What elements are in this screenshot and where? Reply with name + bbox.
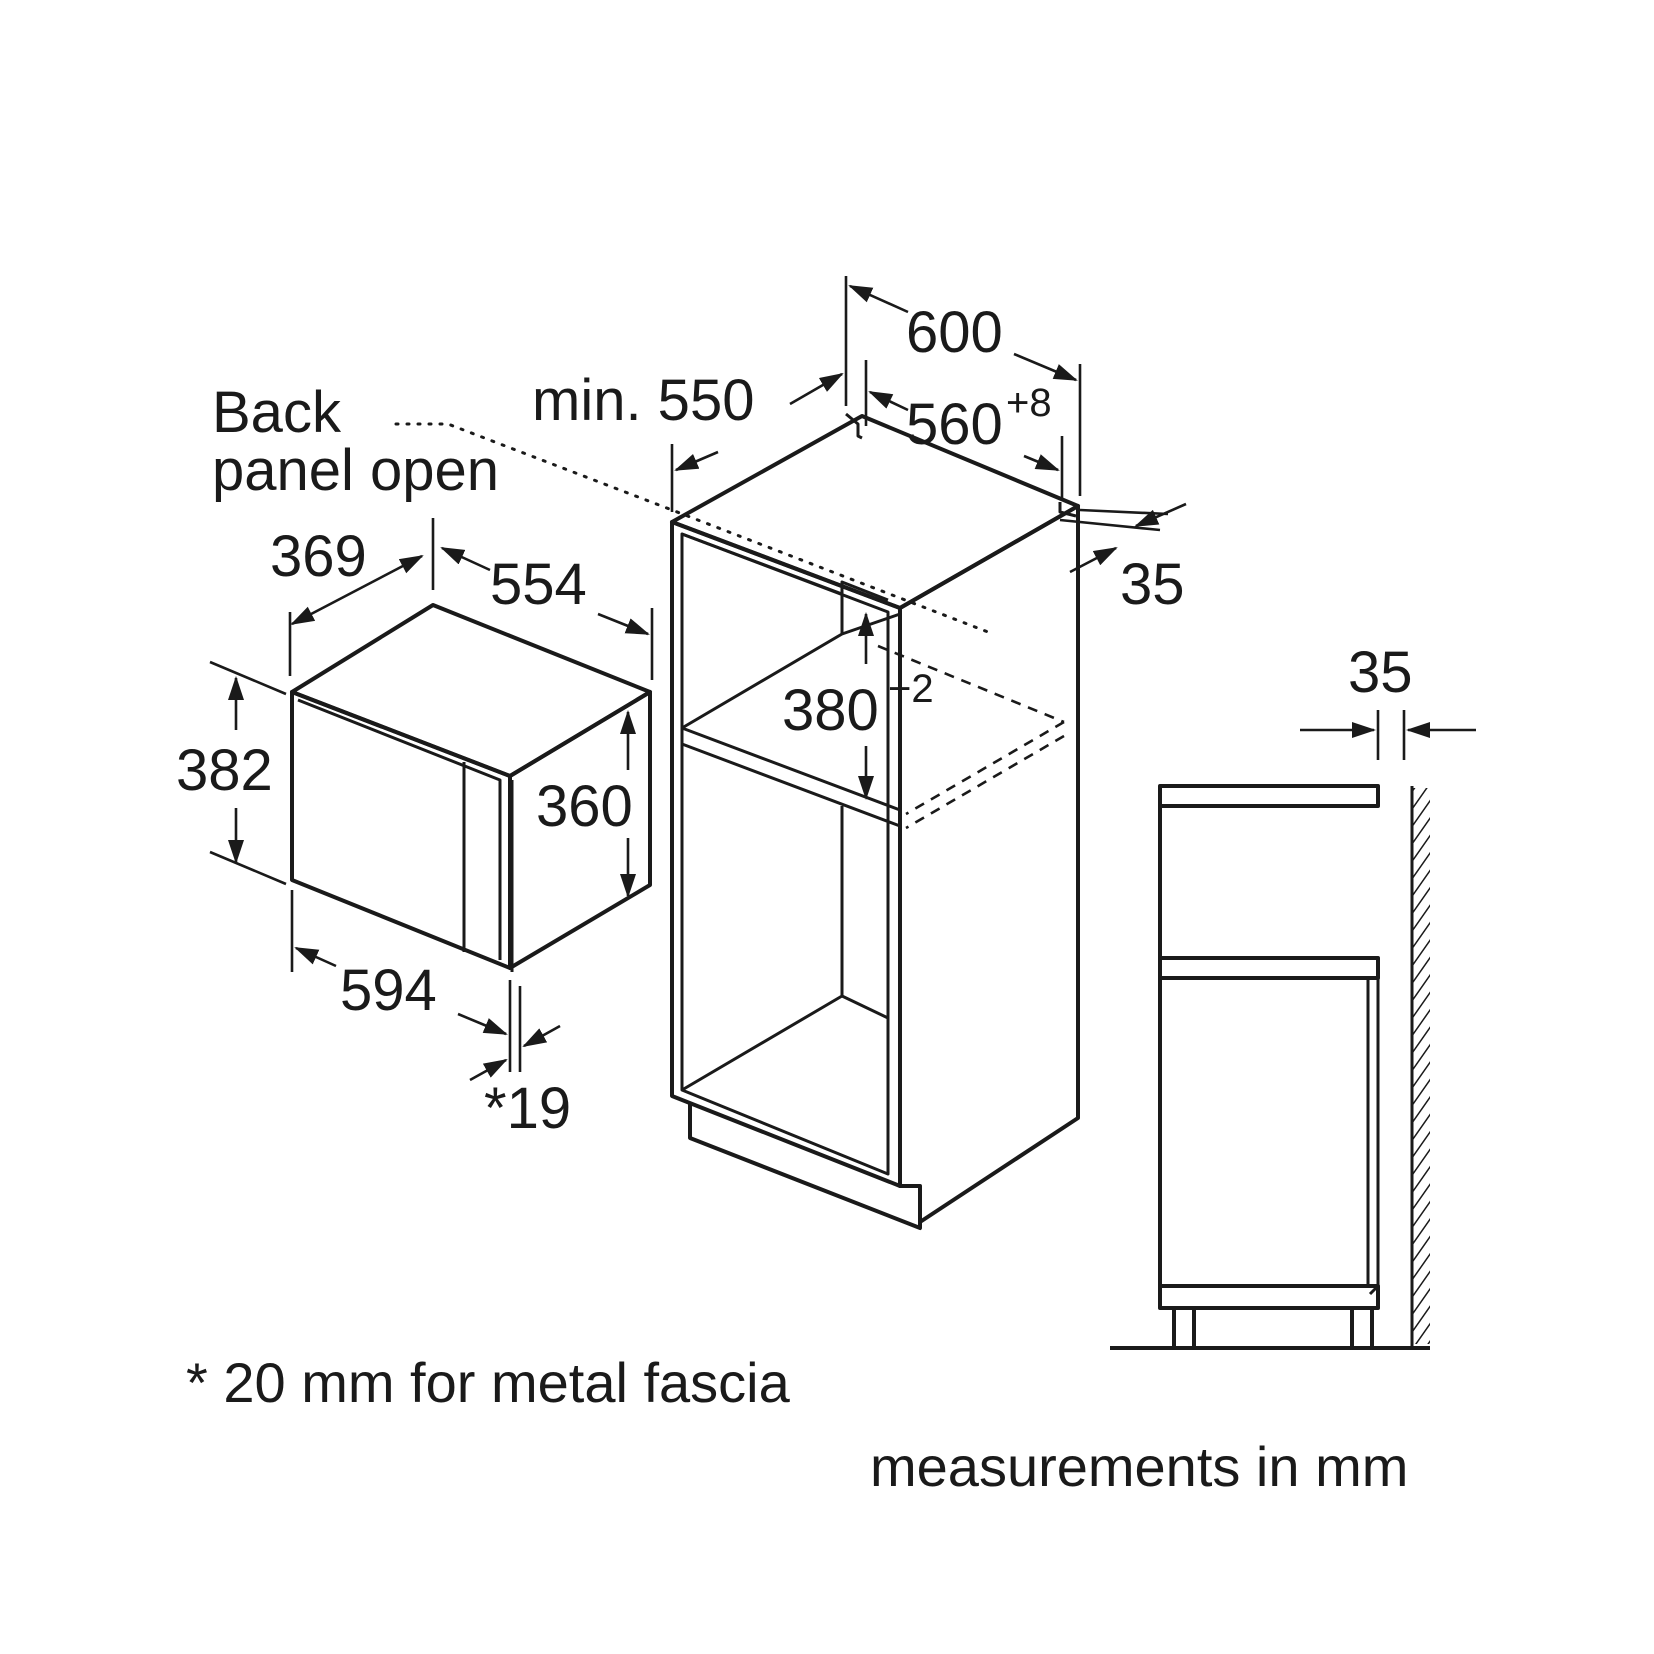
side-section-drawing <box>1110 784 1430 1350</box>
label-560-tolerance: +8 <box>1006 381 1052 425</box>
side-section-dimensions <box>1300 710 1476 760</box>
back-panel-leader <box>394 422 990 634</box>
label-19: *19 <box>484 1076 571 1141</box>
niche-outline <box>877 644 1065 830</box>
cabinet-dimensions <box>670 276 1187 800</box>
label-380-tolerance: +2 <box>888 667 934 711</box>
footnote-metal-fascia: * 20 mm for metal fascia <box>186 1351 791 1414</box>
label-600: 600 <box>906 300 1003 365</box>
cabinet-drawing <box>670 412 1080 1230</box>
footnote-units: measurements in mm <box>870 1435 1408 1498</box>
label-594: 594 <box>340 958 437 1023</box>
dimension-labels: Back panel open min. 550 600 560 +8 35 3… <box>176 300 1413 1141</box>
label-back-line1: Back <box>212 380 342 445</box>
label-min-550: min. 550 <box>532 368 754 433</box>
label-35-side: 35 <box>1348 640 1413 705</box>
microwave-dimensions <box>209 518 654 1082</box>
label-380: 380 <box>782 678 879 743</box>
label-back-line2: panel open <box>212 438 499 503</box>
label-369: 369 <box>270 524 367 589</box>
footnotes: * 20 mm for metal fascia measurements in… <box>186 1351 1408 1498</box>
label-35-top: 35 <box>1120 552 1185 617</box>
label-554: 554 <box>490 552 587 617</box>
label-560: 560 <box>906 392 1003 457</box>
microwave-drawing <box>290 603 652 972</box>
label-382: 382 <box>176 738 273 803</box>
label-360: 360 <box>536 774 633 839</box>
